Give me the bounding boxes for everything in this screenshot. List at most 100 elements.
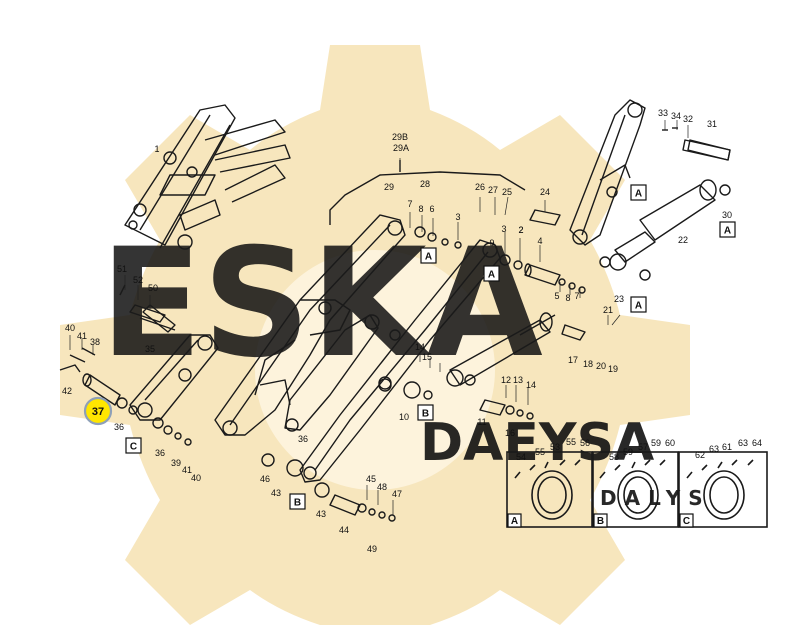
part-callout-11[interactable]: 11: [477, 417, 486, 427]
part-callout-18[interactable]: 18: [583, 359, 593, 369]
callout-box-b-2[interactable]: B: [289, 493, 306, 510]
part-callout-40a[interactable]: 40: [65, 323, 75, 333]
part-callout-2b[interactable]: 2: [518, 225, 523, 235]
part-callout-44[interactable]: 44: [339, 525, 349, 535]
part-callout-6[interactable]: 6: [429, 204, 434, 214]
part-callout-58[interactable]: 58: [609, 452, 619, 462]
part-callout-27[interactable]: 27: [488, 185, 498, 195]
part-callout-38[interactable]: 38: [90, 337, 100, 347]
part-callout-31[interactable]: 31: [707, 119, 717, 129]
part-callout-43a[interactable]: 43: [271, 488, 281, 498]
part-callout-39[interactable]: 39: [171, 458, 181, 468]
part-callout-59a[interactable]: 59: [623, 447, 633, 457]
callout-box-a-3[interactable]: A: [630, 184, 647, 201]
part-callout-54[interactable]: 54: [516, 452, 526, 462]
part-callout-63b[interactable]: 63: [738, 438, 748, 448]
svg-text:A: A: [724, 226, 731, 237]
detail-box-a-label: A: [507, 513, 522, 528]
part-callout-61[interactable]: 61: [722, 442, 732, 452]
part-callout-41a[interactable]: 41: [77, 331, 87, 341]
part-callout-19[interactable]: 19: [608, 364, 618, 374]
highlighted-part-37[interactable]: 37: [83, 396, 113, 426]
part-callout-23[interactable]: 23: [614, 294, 624, 304]
part-callout-35[interactable]: 35: [145, 344, 155, 354]
callout-box-b-1[interactable]: B: [417, 404, 434, 421]
hydraulic-cylinder-22-drawing: [599, 139, 731, 281]
part-callout-21[interactable]: 21: [603, 305, 613, 315]
part-callout-16[interactable]: 16: [505, 428, 515, 438]
callout-box-a-4[interactable]: A: [719, 221, 736, 238]
part-callout-56[interactable]: 56: [580, 438, 590, 448]
part-callout-42[interactable]: 42: [62, 386, 72, 396]
part-callout-15[interactable]: 15: [422, 352, 432, 362]
callout-box-a-1[interactable]: A: [420, 247, 437, 264]
part-callout-20[interactable]: 20: [596, 361, 606, 371]
part-callout-10[interactable]: 10: [399, 412, 409, 422]
part-callout-34[interactable]: 34: [671, 111, 681, 121]
part-callout-63a[interactable]: 63: [709, 444, 719, 454]
part-callout-29[interactable]: 29: [384, 182, 394, 192]
part-callout-62[interactable]: 62: [695, 450, 705, 460]
part-callout-8b[interactable]: 8: [565, 293, 570, 303]
part-callout-29b[interactable]: 29B: [392, 132, 408, 142]
part-callout-5[interactable]: 5: [554, 291, 559, 301]
lift-arm-assembly-drawing: [124, 104, 291, 250]
part-callout-2[interactable]: 2: [518, 225, 523, 235]
part-callout-22[interactable]: 22: [678, 235, 688, 245]
part-callout-46[interactable]: 46: [260, 474, 270, 484]
part-callout-50[interactable]: 50: [148, 283, 158, 293]
detail-box-c-label: C: [679, 513, 694, 528]
part-callout-3b[interactable]: 3: [501, 224, 506, 234]
link-lever-35-drawing: [129, 304, 219, 421]
part-callout-8[interactable]: 8: [418, 204, 423, 214]
part-callout-43b[interactable]: 43: [316, 509, 326, 519]
part-callout-4[interactable]: 4: [537, 236, 542, 246]
part-callout-48[interactable]: 48: [377, 482, 387, 492]
part-callout-45[interactable]: 45: [366, 474, 376, 484]
part-callout-64[interactable]: 64: [752, 438, 762, 448]
part-callout-51[interactable]: 51: [117, 264, 127, 274]
part-callout-32[interactable]: 32: [683, 114, 693, 124]
part-callout-40b[interactable]: 40: [191, 473, 201, 483]
part-callout-14b[interactable]: 14: [526, 380, 536, 390]
part-callout-29a[interactable]: 29A: [393, 143, 409, 153]
tilt-lever-drawing: [569, 99, 646, 246]
part-callout-7b[interactable]: 7: [574, 291, 579, 301]
callout-box-a-5[interactable]: A: [630, 296, 647, 313]
part-callout-26[interactable]: 26: [475, 182, 485, 192]
part-callout-49[interactable]: 49: [367, 544, 377, 554]
part-callout-60[interactable]: 60: [665, 438, 675, 448]
part-callout-24[interactable]: 24: [540, 187, 550, 197]
part-callout-55b[interactable]: 55: [566, 437, 576, 447]
svg-text:B: B: [422, 409, 429, 420]
part-callout-41b[interactable]: 41: [182, 465, 192, 475]
part-callout-52[interactable]: 52: [133, 275, 143, 285]
callout-box-a-2[interactable]: A: [483, 265, 500, 282]
part-callout-55a[interactable]: 55: [535, 447, 545, 457]
part-callout-7[interactable]: 7: [407, 199, 412, 209]
svg-text:B: B: [597, 516, 604, 527]
part-callout-47[interactable]: 47: [392, 489, 402, 499]
part-callout-12[interactable]: 12: [501, 375, 511, 385]
part-callout-36c[interactable]: 36: [298, 434, 308, 444]
watermark-logo: ESKA DAEYSA DALYS: [60, 45, 703, 625]
part-callout-30[interactable]: 30: [722, 210, 732, 220]
pin-37-drawing: [59, 347, 192, 446]
callout-box-c-1[interactable]: C: [125, 437, 142, 454]
part-callout-13[interactable]: 13: [513, 375, 523, 385]
part-callout-57[interactable]: 57: [638, 442, 648, 452]
part-callout-17[interactable]: 17: [568, 355, 578, 365]
part-callout-28[interactable]: 28: [420, 179, 430, 189]
part-callout-33[interactable]: 33: [658, 108, 668, 118]
detail-box-b-frame: [592, 451, 679, 528]
part-callout-3[interactable]: 3: [455, 212, 460, 222]
part-callout-25[interactable]: 25: [502, 187, 512, 197]
part-callout-53[interactable]: 53: [550, 442, 560, 452]
part-callout-1[interactable]: 1: [154, 144, 159, 154]
part-callout-36a[interactable]: 36: [114, 422, 124, 432]
part-callout-9[interactable]: 9: [489, 238, 494, 248]
part-callout-59b[interactable]: 59: [651, 438, 661, 448]
part-callout-36b[interactable]: 36: [155, 448, 165, 458]
part-callout-14[interactable]: 14: [415, 342, 425, 352]
